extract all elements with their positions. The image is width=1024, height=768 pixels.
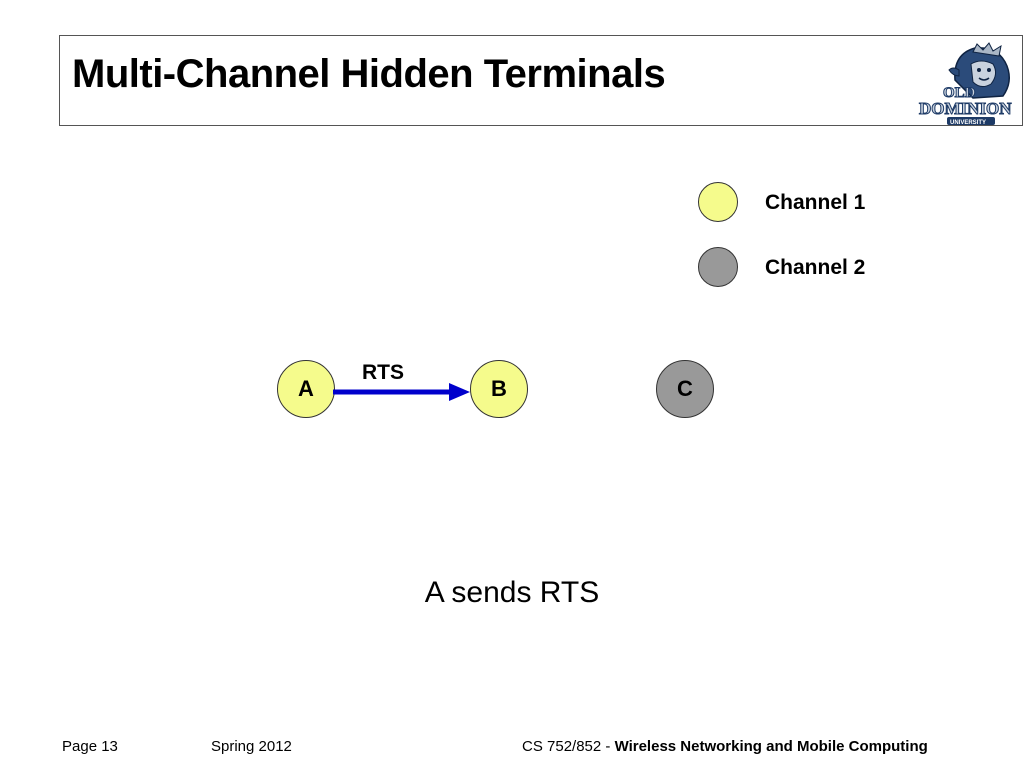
footer-page-number: Page 13 <box>62 738 118 755</box>
legend-channel1-swatch <box>698 182 738 222</box>
logo-university-text: UNIVERSITY <box>950 120 986 126</box>
footer-course-title: Wireless Networking and Mobile Computing <box>614 738 928 755</box>
footer-course: CS 752/852 - Wireless Networking and Mob… <box>522 738 928 755</box>
logo-old-text: OLD <box>943 85 976 101</box>
footer-term: Spring 2012 <box>211 738 292 755</box>
logo-dominion-text: DOMINION <box>919 99 1012 118</box>
slide-caption: A sends RTS <box>424 576 600 609</box>
node-c: C <box>656 360 714 418</box>
title-box: Multi-Channel Hidden Terminals OLD DOMIN… <box>59 35 1023 126</box>
legend-channel2-swatch <box>698 247 738 287</box>
rts-label: RTS <box>362 361 404 384</box>
footer-course-code: CS 752/852 - <box>522 738 615 755</box>
university-logo: OLD DOMINION UNIVERSITY <box>919 42 1013 126</box>
legend-channel2-label: Channel 2 <box>765 256 866 279</box>
legend-channel1-label: Channel 1 <box>765 191 866 214</box>
node-b: B <box>470 360 528 418</box>
node-a: A <box>277 360 335 418</box>
lion-mascot-icon <box>948 42 1010 99</box>
slide-title: Multi-Channel Hidden Terminals <box>72 52 666 96</box>
rts-arrow <box>333 383 470 401</box>
